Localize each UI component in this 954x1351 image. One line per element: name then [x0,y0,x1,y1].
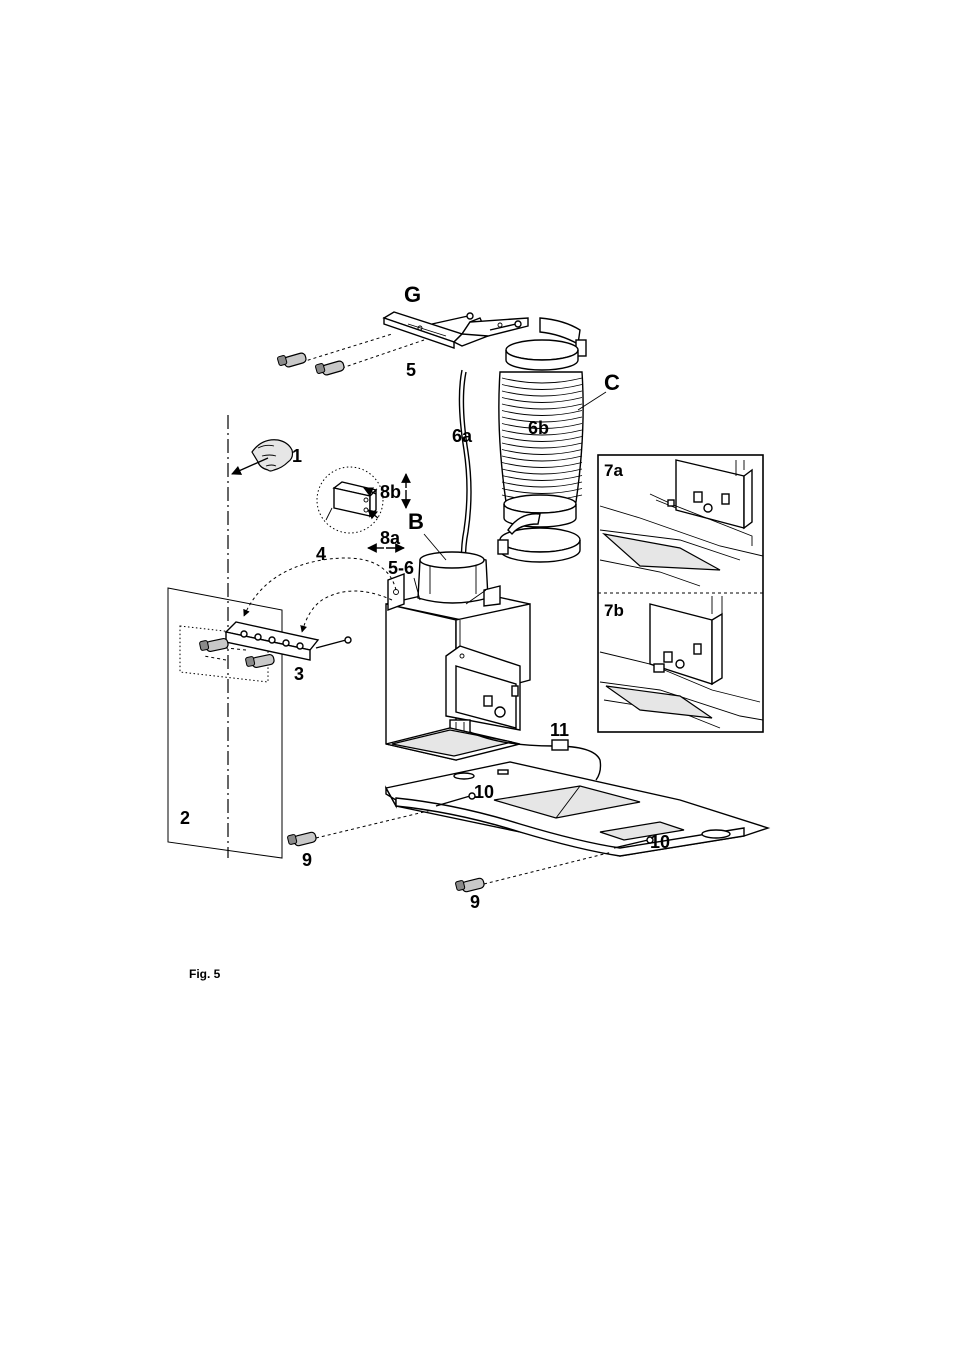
label-c: C [604,370,620,395]
label-5: 5 [406,360,416,380]
power-cable [459,370,471,580]
label-b: B [408,509,424,534]
wall-plug-icon [315,360,345,376]
inset-detail-panel [598,455,763,732]
label-2: 2 [180,808,190,828]
label-10-left: 10 [474,782,494,802]
wall-plug-icon [287,831,317,846]
label-8a: 8a [380,528,401,548]
label-8b: 8b [380,482,401,502]
label-10-right: 10 [650,832,670,852]
label-6b: 6b [528,418,549,438]
label-3: 3 [294,664,304,684]
label-7a: 7a [604,461,623,480]
label-g: G [404,282,421,307]
label-7b: 7b [604,601,624,620]
wall-plug-icon [277,352,307,368]
label-11: 11 [550,720,569,740]
label-5-6: 5-6 [388,558,414,578]
label-1: 1 [292,446,302,466]
figure-caption: Fig. 5 [189,967,221,981]
label-9-left: 9 [302,850,312,870]
top-bracket-g [384,312,528,348]
label-4: 4 [316,544,326,564]
wall-plug-icon [455,877,485,892]
hand-icon [232,440,293,474]
label-6a: 6a [452,426,473,446]
flexible-duct [498,318,606,562]
canopy-plate [386,762,768,856]
label-9-right: 9 [470,892,480,912]
